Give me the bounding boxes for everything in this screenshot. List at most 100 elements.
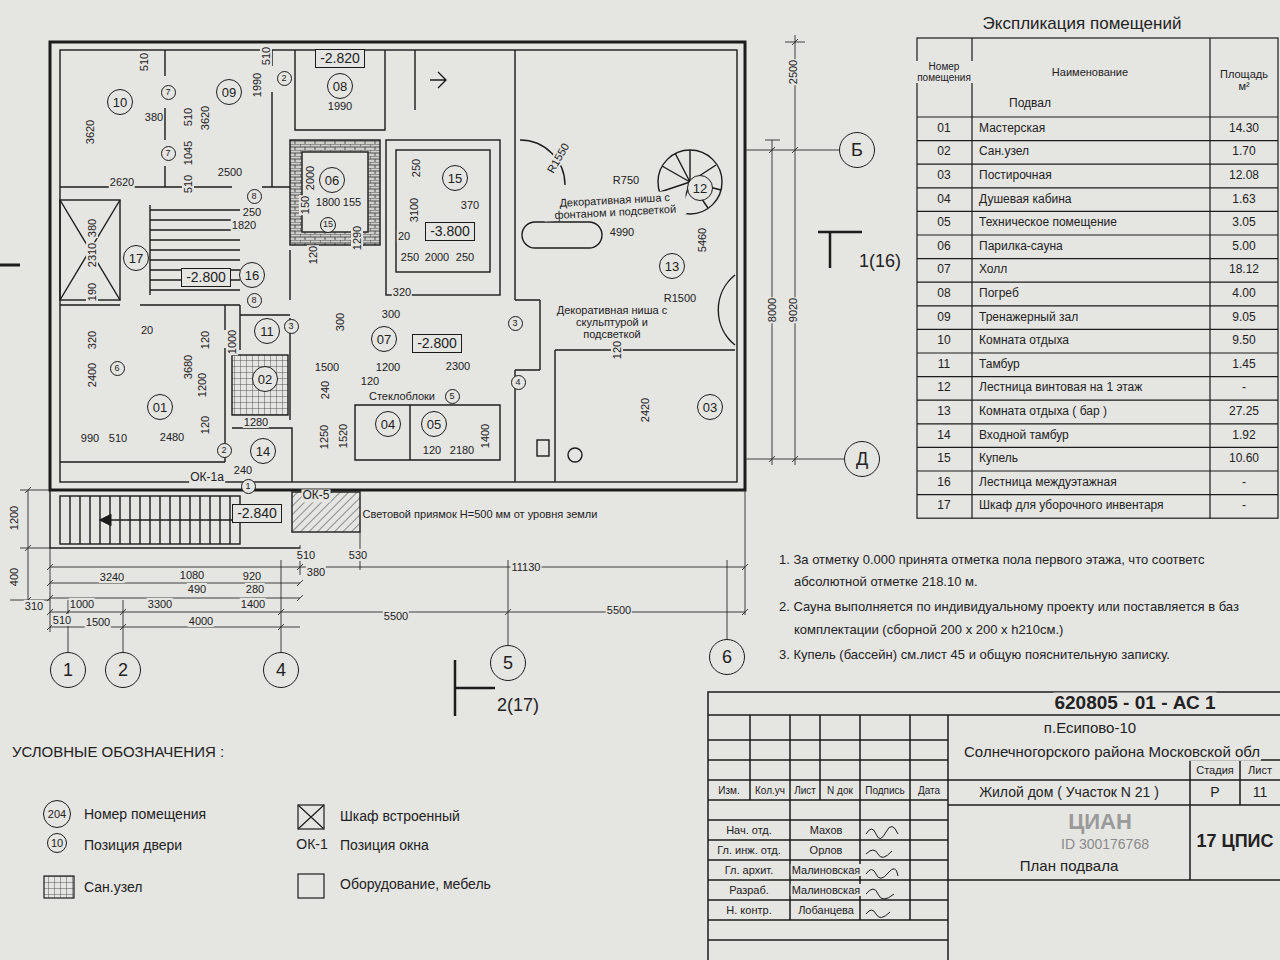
axis-marker: 6 bbox=[709, 639, 745, 675]
dimension: 510 bbox=[296, 549, 316, 561]
table-cell: 08 bbox=[936, 287, 951, 300]
dimension: 5500 bbox=[606, 604, 632, 616]
dimension: 2300 bbox=[445, 360, 471, 372]
node-text: 4 bbox=[276, 661, 286, 679]
furniture-symbol bbox=[298, 874, 324, 898]
dimension: 155 bbox=[342, 196, 362, 208]
sculpture-niche bbox=[718, 275, 735, 345]
legend-text: Шкаф встроенный bbox=[340, 808, 460, 824]
node-text: 15 bbox=[323, 220, 333, 229]
title-block-text: Стадия bbox=[1195, 764, 1235, 776]
fountain-basin bbox=[522, 222, 602, 248]
dimension: 120 bbox=[422, 444, 442, 456]
node-text: 12 bbox=[693, 182, 707, 195]
legend-text: Номер помещения bbox=[84, 806, 206, 822]
dimension: 190 bbox=[86, 282, 98, 302]
dimension: 5500 bbox=[383, 610, 409, 622]
title-frame bbox=[708, 692, 1280, 960]
dimension: 250 bbox=[410, 158, 422, 178]
door-position: 8 bbox=[247, 293, 262, 308]
dimension: 1500 bbox=[314, 361, 340, 373]
node-text: 204 bbox=[48, 809, 66, 820]
node-text: 02 bbox=[258, 373, 272, 386]
closet-symbol bbox=[298, 805, 324, 829]
plan-note: ОК-5 bbox=[302, 489, 331, 502]
table-header: Наименование bbox=[1051, 66, 1129, 78]
door-position: 7 bbox=[161, 85, 176, 100]
inner-walls bbox=[50, 50, 737, 548]
title-block-text: Гл. инж. отд. bbox=[716, 844, 782, 856]
dimension: 530 bbox=[348, 549, 368, 561]
node-text: 7 bbox=[165, 88, 170, 97]
table-cell: Купель bbox=[978, 453, 1019, 466]
table-cell: 10 bbox=[936, 335, 951, 348]
table-cell: 9.05 bbox=[1231, 311, 1256, 324]
table-cell: 14.30 bbox=[1228, 122, 1260, 135]
axis-marker: 5 bbox=[490, 645, 526, 681]
dimension: 120 bbox=[307, 245, 319, 265]
level-mark: -3.800 bbox=[425, 222, 475, 241]
table-cell: Душевая кабина bbox=[978, 193, 1073, 206]
table-cell: 1.63 bbox=[1231, 193, 1256, 206]
dimension: 1400 bbox=[240, 598, 266, 610]
title-block-text: Подпись bbox=[864, 785, 906, 796]
legend-text: Сан.узел bbox=[84, 879, 142, 895]
door-position: 7 bbox=[161, 146, 176, 161]
table-cell: 01 bbox=[936, 122, 951, 135]
title-block-text: Изм. bbox=[717, 785, 740, 796]
title-block-text: п.Есипово-10 bbox=[1043, 720, 1137, 737]
door-position: 5 bbox=[445, 389, 460, 404]
dimension: 2180 bbox=[449, 444, 475, 456]
table-cell: 06 bbox=[936, 240, 951, 253]
dimension: 1280 bbox=[243, 416, 269, 428]
extension-line bbox=[50, 490, 745, 652]
node-text: 10 bbox=[113, 96, 127, 109]
bathroom-symbol bbox=[44, 876, 74, 898]
axis-marker: 1 bbox=[50, 652, 86, 688]
dimension: 2000 bbox=[304, 165, 316, 191]
legend-entry: Номер помещения bbox=[84, 807, 206, 822]
title-block-text: Лобанцева bbox=[797, 904, 855, 916]
bathroom bbox=[232, 355, 288, 415]
node-text: 09 bbox=[222, 86, 236, 99]
note-text: 2. Сауна выполняется по индивидуальному … bbox=[778, 600, 1240, 614]
stair-treads bbox=[150, 205, 240, 295]
room-number: 03 bbox=[697, 394, 723, 420]
dimension: R1500 bbox=[663, 292, 697, 304]
node-text: -2.840 bbox=[237, 506, 277, 520]
table-cell: Лестница междуэтажная bbox=[978, 476, 1118, 489]
title-block-text: Лист bbox=[1247, 764, 1273, 776]
room-number: 04 bbox=[375, 411, 401, 437]
title-block-text: Жилой дом ( Участок N 21 ) bbox=[978, 785, 1160, 800]
node-text: 5 bbox=[449, 392, 454, 401]
section-marks bbox=[455, 232, 862, 716]
table-cell: Входной тамбур bbox=[978, 429, 1070, 442]
dimension: 300 bbox=[334, 312, 346, 332]
outer-wall bbox=[50, 42, 745, 490]
table-cell: 12.08 bbox=[1228, 169, 1260, 182]
wall bbox=[295, 50, 385, 130]
dimension: 1200 bbox=[8, 505, 20, 531]
legend-symbol: 204 bbox=[43, 800, 71, 828]
plan-note: Световой приямок Н=500 мм от уровня земл… bbox=[362, 508, 599, 520]
title-block-text: Малиновская bbox=[791, 864, 862, 876]
wall bbox=[60, 50, 290, 187]
axis-marker: 4 bbox=[263, 652, 299, 688]
sauna-wall bbox=[290, 140, 380, 245]
watermark: ID 300176768 bbox=[1060, 837, 1150, 852]
dimension: 1290 bbox=[351, 225, 363, 251]
table-cell: 15 bbox=[936, 453, 951, 466]
table-title: Экспликация помещений bbox=[982, 15, 1183, 34]
room-number: 05 bbox=[421, 411, 447, 437]
table-cell: 04 bbox=[936, 193, 951, 206]
cut-mark bbox=[0, 264, 20, 267]
title-block-text: Н. контр. bbox=[725, 904, 772, 916]
node-text: 8 bbox=[251, 192, 256, 201]
node-text: 2 bbox=[221, 446, 226, 455]
section-mark bbox=[455, 660, 495, 716]
wall bbox=[415, 50, 446, 110]
node-text: 10 bbox=[51, 838, 63, 849]
dimension-line bbox=[50, 567, 745, 627]
dimension: 380 bbox=[144, 111, 164, 123]
node-text: 01 bbox=[153, 401, 167, 414]
